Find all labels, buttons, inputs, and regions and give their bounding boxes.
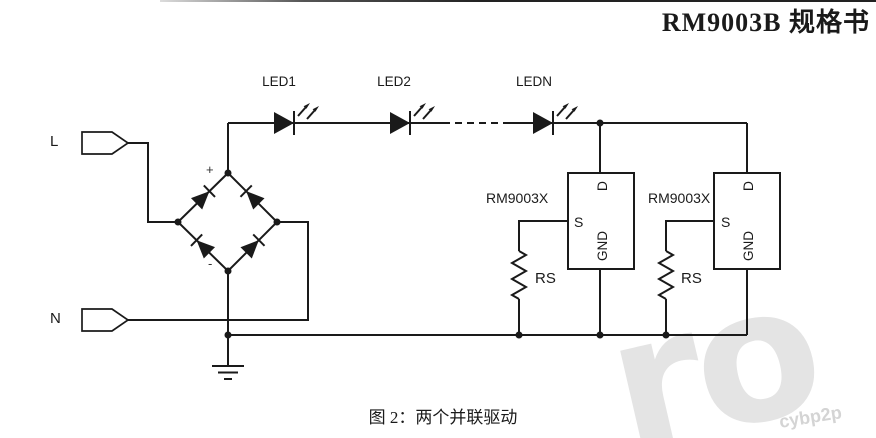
wire-neutral-input — [128, 221, 309, 321]
bridge-negative-label: - — [208, 256, 213, 271]
neutral-terminal-label: N — [50, 310, 61, 327]
bridge-positive-label: + — [206, 162, 214, 177]
chip1-body — [567, 172, 635, 270]
chip2-name-label: RM9003X — [648, 190, 711, 206]
led1-symbol — [274, 103, 319, 135]
led2-label: LED2 — [377, 74, 411, 89]
wire-live-input — [128, 142, 178, 223]
neutral-terminal-flag — [81, 308, 130, 332]
live-terminal-flag — [81, 131, 130, 155]
chip2-pin-s-label: S — [721, 214, 731, 230]
document-title: RM9003B 规格书 — [661, 8, 870, 37]
led2-symbol — [390, 103, 435, 135]
live-terminal-label: L — [50, 133, 59, 150]
rs1-label: RS — [535, 270, 556, 287]
resistor-rs2 — [656, 220, 714, 335]
chip1-pin-s-label: S — [574, 214, 584, 230]
wire-top-rail — [227, 122, 748, 173]
chip1-pin-d-label: D — [594, 180, 610, 192]
ledn-label: LEDN — [515, 74, 552, 89]
led1-label: LED1 — [262, 74, 296, 89]
figure-caption: 图 2：两个并联驱动 — [368, 408, 518, 427]
bridge-rectifier — [176, 171, 279, 273]
chip1-name-label: RM9003X — [486, 190, 549, 206]
header-rule — [160, 0, 876, 2]
rs2-label: RS — [681, 270, 702, 287]
chip2-pin-gnd-label: GND — [741, 231, 756, 261]
ledn-symbol — [533, 103, 578, 135]
chip1-pin-gnd-label: GND — [595, 231, 610, 261]
ground-symbol — [212, 335, 244, 380]
chip2-body — [713, 172, 781, 270]
chip2-pin-d-label: D — [740, 180, 756, 192]
resistor-rs1 — [509, 220, 568, 335]
junction-dots — [174, 119, 670, 339]
